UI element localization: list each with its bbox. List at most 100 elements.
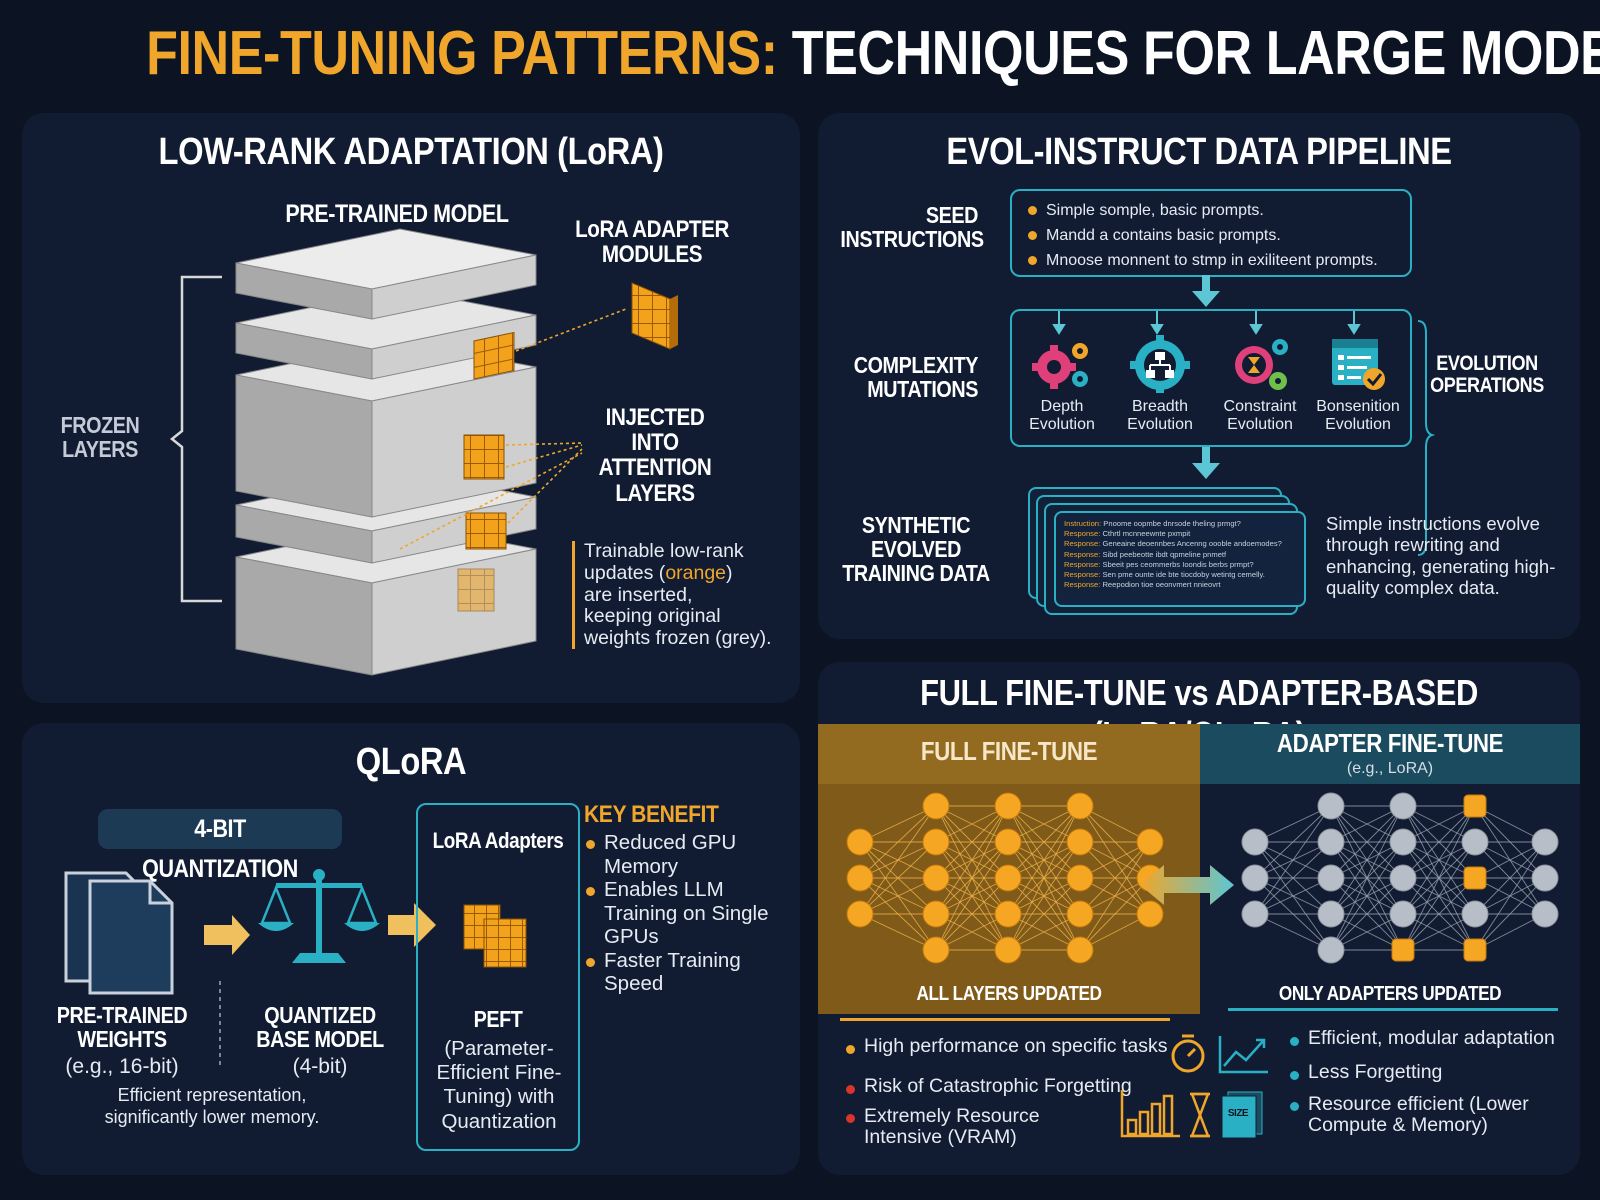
network-edge bbox=[859, 877, 937, 915]
injected-label: INJECTED INTO ATTENTION LAYERS bbox=[598, 404, 712, 507]
network-node-updated bbox=[994, 792, 1022, 820]
adapter-point: Efficient, modular adaptation bbox=[1288, 1027, 1570, 1050]
qlora-flow-icons bbox=[64, 869, 380, 1069]
seed-instructions-box: Simple somple, basic prompts. Mandd a co… bbox=[1010, 189, 1412, 277]
network-edge bbox=[1079, 841, 1151, 915]
network-node-updated bbox=[846, 864, 874, 892]
pretrained-weights-sub: (e.g., 16-bit) bbox=[65, 1055, 179, 1078]
network-edge bbox=[1402, 805, 1476, 879]
network-edge bbox=[935, 841, 1009, 951]
network-comparison-diagram bbox=[846, 792, 1559, 964]
data-line: Response: Reepodion tioe oeonvmert nnieo… bbox=[1064, 580, 1221, 590]
full-point: High performance on specific tasks bbox=[844, 1035, 1184, 1058]
network-node-frozen bbox=[1317, 936, 1345, 964]
network-node-updated bbox=[922, 900, 950, 928]
data-line: Response: Sen pme ounte ide bte tiocdoby… bbox=[1064, 570, 1265, 580]
resource-icons bbox=[1120, 1090, 1263, 1139]
frozen-brace bbox=[169, 275, 222, 603]
hourglass-icon bbox=[1190, 1092, 1210, 1138]
adapter-finetune-header: ADAPTER FINE-TUNE bbox=[1276, 728, 1504, 758]
balance-scale-icon bbox=[258, 869, 380, 963]
size-badge: SIZE bbox=[1227, 1108, 1249, 1119]
network-node-adapter bbox=[1463, 938, 1487, 962]
network-edge bbox=[1330, 841, 1404, 951]
evol-title: EVOL-INSTRUCT DATA PIPELINE bbox=[946, 131, 1452, 173]
peft-box: LoRA Adapters PEFT (Parameter-Efficient … bbox=[416, 803, 580, 1151]
network-edge bbox=[1007, 805, 1081, 915]
network-edge bbox=[859, 805, 937, 879]
network-node-frozen bbox=[1317, 792, 1345, 820]
network-edge bbox=[935, 805, 1009, 915]
comparison-panel: FULL FINE-TUNE vs ADAPTER-BASED (LoRA/QL… bbox=[818, 662, 1580, 1175]
network-node-updated bbox=[922, 828, 950, 856]
network-edge bbox=[1007, 805, 1081, 951]
floating-adapter-icon bbox=[631, 282, 678, 350]
lora-adapters-label: LoRA Adapters bbox=[432, 828, 564, 853]
complexity-mutations-label: COMPLEXITY MUTATIONS bbox=[853, 352, 979, 403]
title-highlight: FINE-TUNING PATTERNS: bbox=[146, 19, 778, 88]
synthetic-data-card: Instruction: Pnoome oopmbe dnrsode theli… bbox=[1054, 511, 1306, 607]
arrow-icon bbox=[204, 915, 250, 955]
network-node-updated bbox=[846, 900, 874, 928]
network-node-frozen bbox=[1531, 828, 1559, 856]
network-edge bbox=[1402, 805, 1476, 915]
data-line: Instruction: Pnoome oopmbe dnrsode theli… bbox=[1064, 519, 1241, 528]
network-edge bbox=[1474, 841, 1546, 915]
qlora-footnote: Efficient representation, significantly … bbox=[104, 1085, 320, 1127]
lora-panel: LOW-RANK ADAPTATION (LoRA) PRE-TRAINED M… bbox=[22, 113, 800, 703]
quantized-base-sub: (4-bit) bbox=[292, 1055, 348, 1078]
network-node-frozen bbox=[1241, 864, 1269, 892]
adapter-divider bbox=[1228, 1008, 1558, 1011]
quantized-base-label: QUANTIZED BASE MODEL bbox=[256, 1002, 384, 1053]
timer-chart-icons bbox=[1171, 1034, 1268, 1074]
network-node-updated bbox=[1066, 864, 1094, 892]
benefit-item: Enables LLM Training on Single GPUs bbox=[584, 878, 784, 949]
adapter-point: Less Forgetting bbox=[1288, 1061, 1570, 1084]
adapter-finetune-caption: ONLY ADAPTERS UPDATED bbox=[1278, 983, 1502, 1005]
network-edge bbox=[1474, 841, 1546, 951]
frozen-layers-label: FROZEN LAYERS bbox=[60, 412, 140, 463]
network-node-updated bbox=[1136, 900, 1164, 928]
network-edge bbox=[1402, 841, 1476, 951]
document-icon bbox=[64, 871, 174, 995]
network-edge bbox=[1079, 841, 1151, 951]
network-edge bbox=[935, 877, 1009, 951]
full-finetune-header: FULL FINE-TUNE bbox=[920, 736, 1098, 766]
qlora-title: QLoRA bbox=[355, 741, 467, 783]
adapter-blocks-icon bbox=[463, 904, 527, 968]
key-benefit-list: Reduced GPU Memory Enables LLM Training … bbox=[584, 831, 784, 996]
full-point: Extremely Resource Intensive (VRAM) bbox=[844, 1105, 1064, 1150]
network-edge bbox=[1474, 877, 1546, 951]
full-point: Risk of Catastrophic Forgetting bbox=[844, 1075, 1184, 1098]
network-node-adapter bbox=[1463, 866, 1487, 890]
network-edge bbox=[935, 805, 1009, 951]
network-node-updated bbox=[922, 792, 950, 820]
data-line: Response: Cthrtl mcnneewnte pxmpit bbox=[1064, 529, 1191, 539]
network-node-frozen bbox=[1241, 828, 1269, 856]
network-node-updated bbox=[1136, 828, 1164, 856]
network-node-frozen bbox=[1389, 900, 1417, 928]
peft-title: PEFT bbox=[473, 1006, 523, 1032]
network-node-frozen bbox=[1531, 864, 1559, 892]
seed-instructions-label: SEED INSTRUCTIONS bbox=[840, 202, 984, 253]
network-edge bbox=[1254, 805, 1332, 915]
compare-arrow bbox=[1140, 865, 1234, 905]
evol-instruct-panel: EVOL-INSTRUCT DATA PIPELINE SEED INSTRUC… bbox=[818, 113, 1580, 639]
network-node-frozen bbox=[1317, 864, 1345, 892]
network-node-updated bbox=[1066, 828, 1094, 856]
arrow-icon bbox=[388, 903, 436, 947]
adapter-finetune-column: ADAPTER FINE-TUNE (e.g., LoRA) ONLY ADAP… bbox=[1200, 724, 1580, 1014]
network-edge bbox=[859, 805, 937, 915]
adapter-point: Resource efficient (Lower Compute & Memo… bbox=[1288, 1093, 1570, 1138]
line-chart-icon bbox=[1218, 1036, 1268, 1074]
network-edge bbox=[1402, 805, 1476, 951]
network-edge bbox=[1254, 805, 1332, 843]
synthetic-data-label: SYNTHETIC EVOLVED TRAINING DATA bbox=[842, 512, 990, 587]
seed-item: Mandd a contains basic prompts. bbox=[1026, 224, 1410, 249]
network-node-updated bbox=[994, 900, 1022, 928]
qlora-panel: QLoRA 4-BIT QUANTIZATION PRE-TRAINED WEI… bbox=[22, 723, 800, 1175]
network-node-updated bbox=[1066, 936, 1094, 964]
